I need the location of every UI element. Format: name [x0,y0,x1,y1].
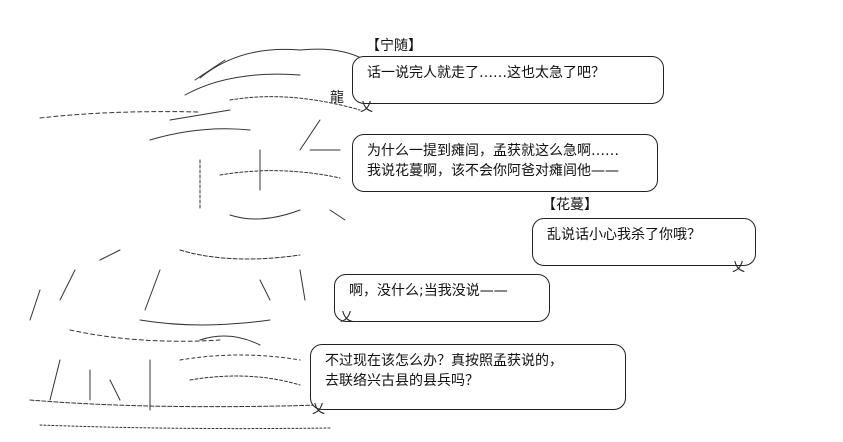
speech-bubble-1: 话一说完人就走了……这也太急了吧？ [352,56,664,104]
art-label: 龍 [330,89,344,106]
speech-bubble-4: 啊，没什么;当我没说—— [334,274,550,322]
speaker-label-hua-man: 【花蔓】 [542,197,598,213]
dialogue-line: 啊，没什么;当我没说—— [349,283,508,299]
dialogue-line: 为什么一提到瘫闾，孟获就这么急啊…… [367,143,619,159]
dialogue-line: 不过现在该怎么办？真按照孟获说的， [325,353,563,369]
dialogue-line: 我说花蔓啊，该不会你阿爸对瘫闾他—— [367,163,619,179]
bubble-tail-icon: 乂 [340,310,354,325]
dialogue-line: 话一说完人就走了……这也太急了吧？ [367,65,605,81]
bubble-tail-icon: 乂 [312,402,326,417]
speaker-label-ning-sui: 【宁随】 [366,38,422,54]
bubble-tail-icon: 乂 [360,100,374,115]
speech-bubble-2: 为什么一提到瘫闾，孟获就这么急啊…… 我说花蔓啊，该不会你阿爸对瘫闾他—— [352,134,658,192]
dialogue-line: 乱说话小心我杀了你哦？ [547,227,701,243]
dialogue-line: 去联络兴古县的县兵吗？ [325,373,479,389]
speech-bubble-3: 乱说话小心我杀了你哦？ [532,218,756,266]
bubble-tail-icon: 乂 [732,260,746,275]
speech-bubble-5: 不过现在该怎么办？真按照孟获说的， 去联络兴古县的县兵吗？ [310,344,626,410]
